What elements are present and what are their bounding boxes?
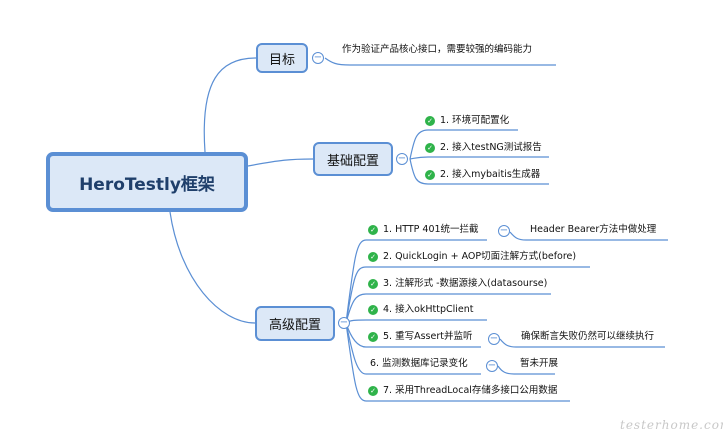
branch-basic[interactable]: 基础配置 (313, 142, 393, 176)
advanced-subnote-assert[interactable]: 确保断言失败仍然可以继续执行 (521, 331, 655, 342)
check-icon: ✓ (425, 116, 435, 126)
link-root-advanced (169, 211, 256, 324)
collapse-goal-icon[interactable]: − (312, 52, 324, 64)
collapse-http401-icon[interactable]: − (498, 225, 510, 237)
check-icon: ✓ (368, 279, 378, 289)
advanced-subnote-db[interactable]: 暂未开展 (520, 358, 559, 369)
collapse-assert-icon[interactable]: − (488, 333, 500, 345)
root-label: HeroTestly框架 (79, 174, 215, 195)
goal-item-1[interactable]: 作为验证产品核心接口，需要较强的编码能力 (342, 44, 533, 55)
watermark: testerhome.com (620, 418, 723, 432)
check-icon: ✓ (368, 305, 378, 315)
advanced-item-2[interactable]: 2. QuickLogin + AOP切面注解方式(before) (383, 251, 577, 262)
branch-advanced[interactable]: 高级配置 (255, 306, 335, 341)
branch-advanced-label: 高级配置 (268, 318, 321, 333)
collapse-advanced-icon[interactable]: − (338, 317, 350, 329)
advanced-item-5[interactable]: 5. 重写Assert并监听 (383, 331, 473, 342)
branch-goal[interactable]: 目标 (256, 43, 308, 73)
root-node[interactable]: HeroTestly框架 (46, 152, 248, 212)
advanced-subnote-http401[interactable]: Header Bearer方法中做处理 (530, 224, 657, 235)
advanced-item-1[interactable]: 1. HTTP 401统一拦截 (383, 224, 479, 235)
branch-basic-label: 基础配置 (326, 153, 379, 169)
advanced-item-6[interactable]: 6. 监测数据库记录变化 (370, 358, 468, 369)
basic-item-1[interactable]: 1. 环境可配置化 (440, 115, 510, 126)
basic-item-2[interactable]: 2. 接入testNG测试报告 (440, 142, 542, 153)
check-icon: ✓ (368, 225, 378, 235)
collapse-basic-icon[interactable]: − (396, 153, 408, 165)
check-icon: ✓ (368, 252, 378, 262)
collapse-db-icon[interactable]: − (486, 360, 498, 372)
link-root-goal (203, 57, 257, 153)
advanced-item-3[interactable]: 3. 注解形式 -数据源接入(datasourse) (383, 278, 548, 289)
advanced-item-4[interactable]: 4. 接入okHttpClient (383, 304, 474, 315)
advanced-item-7[interactable]: 7. 采用ThreadLocal存储多接口公用数据 (383, 385, 558, 396)
basic-item-3[interactable]: 2. 接入mybaitis生成器 (440, 169, 541, 180)
check-icon: ✓ (425, 170, 435, 180)
check-icon: ✓ (368, 332, 378, 342)
branch-goal-label: 目标 (268, 52, 295, 68)
link-root-basic (247, 158, 314, 167)
check-icon: ✓ (425, 143, 435, 153)
check-icon: ✓ (368, 386, 378, 396)
